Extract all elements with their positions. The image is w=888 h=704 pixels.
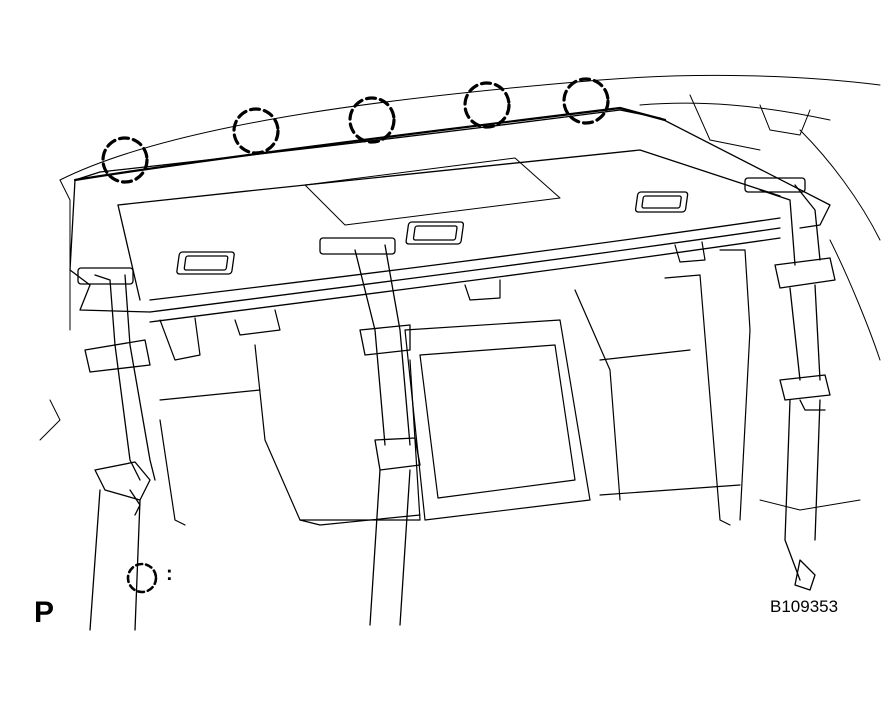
clip-marker-2: [232, 107, 280, 155]
seat-belt-left: [84, 274, 156, 631]
slot-3: [634, 191, 689, 213]
tray-edge-outline: [73, 106, 667, 182]
view-label: P: [34, 596, 55, 629]
slot-belt-right: [744, 177, 806, 193]
clip-markers: [101, 77, 610, 184]
vehicle-body-outline: [39, 74, 881, 511]
slot-belt-left: [77, 267, 134, 285]
clip-marker-4: [463, 81, 511, 129]
seatback-frame: [159, 241, 751, 526]
clip-marker-5: [562, 77, 610, 125]
clip-marker-3: [348, 96, 396, 144]
legend-separator: :: [166, 563, 173, 585]
seat-belt-center: [354, 244, 421, 626]
seat-belt-right: [759, 184, 836, 591]
figure-id: B109353: [770, 597, 839, 616]
slot-1: [176, 251, 235, 275]
slot-2: [405, 221, 465, 245]
clip-marker-1: [101, 136, 149, 184]
legend-clip-icon: [126, 562, 158, 594]
tray-slots: [77, 177, 806, 285]
package-tray: [69, 109, 831, 323]
slot-belt-center: [319, 237, 396, 255]
